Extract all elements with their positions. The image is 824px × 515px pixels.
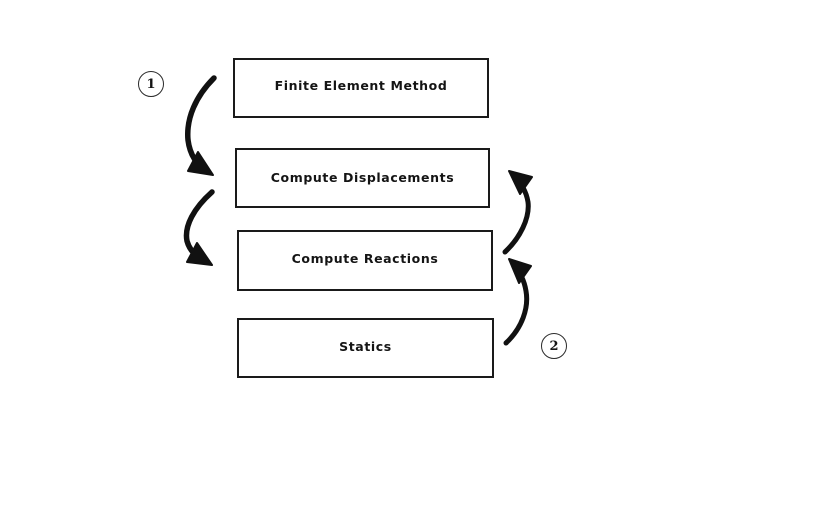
step-marker-one: 1 xyxy=(138,71,164,97)
step-marker-one-label: 1 xyxy=(146,76,156,92)
arrow-reactions-to-displacements-icon xyxy=(502,170,533,255)
step-marker-two: 2 xyxy=(541,333,567,359)
node-label-compute-reactions: Compute Reactions xyxy=(291,251,439,266)
step-marker-two-label: 2 xyxy=(549,338,559,354)
arrow-fem-to-displacements-icon xyxy=(185,75,217,176)
node-statics[interactable]: Statics xyxy=(237,318,494,378)
arrow-displacements-to-reactions-icon xyxy=(183,189,215,266)
arrow-statics-to-reactions-icon xyxy=(503,258,532,346)
node-label-compute-displacements: Compute Displacements xyxy=(270,170,455,185)
node-label-statics: Statics xyxy=(339,339,392,354)
node-compute-displacements[interactable]: Compute Displacements xyxy=(235,148,490,208)
node-label-finite-element-method: Finite Element Method xyxy=(274,78,448,93)
node-finite-element-method[interactable]: Finite Element Method xyxy=(233,58,489,118)
node-compute-reactions[interactable]: Compute Reactions xyxy=(237,230,493,291)
